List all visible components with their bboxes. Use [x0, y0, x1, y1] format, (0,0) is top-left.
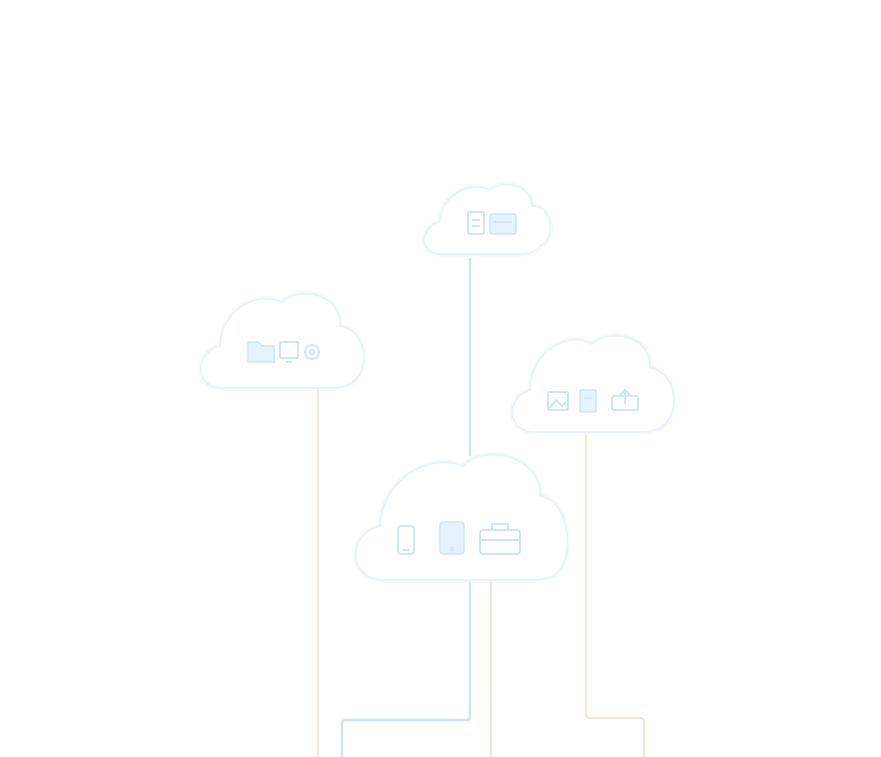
connector-right-down [585, 432, 645, 757]
top-cloud [421, 181, 554, 257]
folder-icon [247, 341, 275, 363]
upload-icon [611, 388, 639, 411]
document-icon [579, 389, 597, 413]
connectors [317, 258, 645, 757]
briefcase-icon [479, 523, 521, 555]
right-cloud [509, 332, 677, 435]
cloud-shape [511, 334, 675, 433]
phone-icon [397, 525, 415, 555]
cloud-shape [423, 183, 552, 255]
image-icon [547, 391, 569, 411]
cloud-shape [354, 453, 569, 581]
gear-icon [304, 344, 320, 360]
monitor-icon [279, 341, 299, 363]
tablet-icon [439, 521, 465, 555]
cloud-shape [199, 292, 365, 389]
connector-center-left-branch [340, 580, 472, 757]
left-cloud [197, 290, 367, 391]
center-cloud [352, 451, 571, 583]
server-icon [489, 213, 517, 235]
document-icon [467, 211, 485, 235]
